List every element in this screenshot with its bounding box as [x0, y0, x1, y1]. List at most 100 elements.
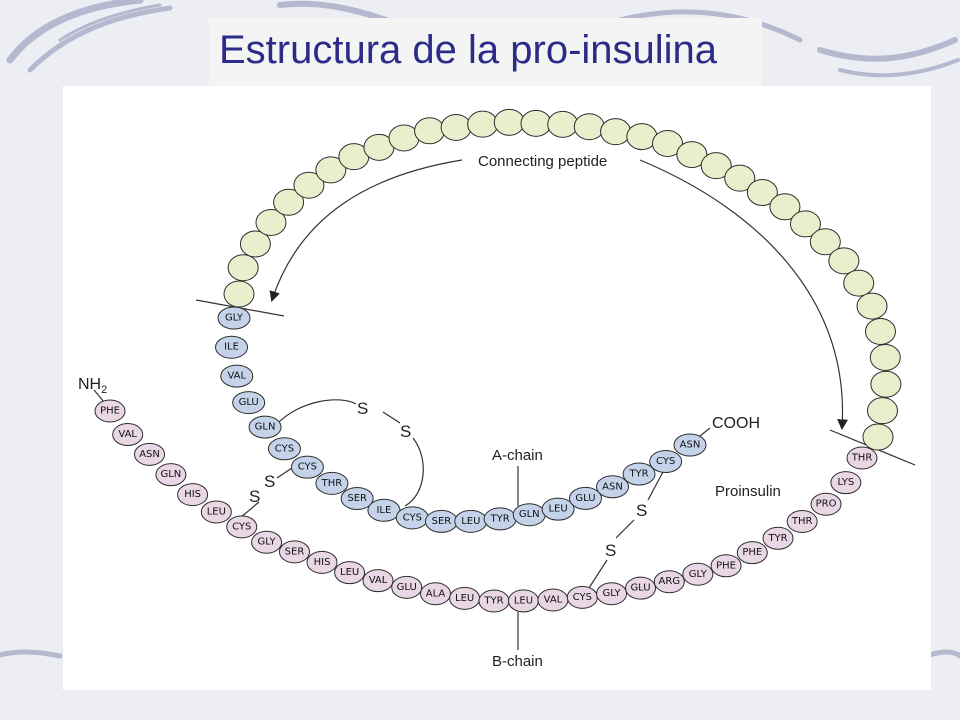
b-chain-residue: [94, 399, 126, 423]
connecting-peptide-residue: [227, 254, 259, 282]
connecting-peptide-residue: [866, 397, 898, 425]
residue-label: GLN: [160, 469, 181, 480]
connecting-peptide-residue: [809, 228, 841, 256]
residue-label: ASN: [602, 481, 623, 492]
b-chain-residue: [334, 561, 366, 585]
sulfur-atom: S: [249, 487, 260, 506]
sulfur-atom: S: [605, 541, 616, 560]
connecting-peptide-label: Connecting peptide: [478, 153, 607, 170]
connecting-peptide-residue: [223, 280, 255, 308]
a-chain-residue: [220, 364, 254, 388]
disulfide-intrachain-c: [404, 437, 424, 507]
residue-label: ARG: [659, 576, 681, 587]
connecting-peptide-residue: [843, 269, 875, 297]
connecting-peptide-residue: [520, 109, 552, 137]
b-chain-residue: [786, 510, 818, 534]
residue-label: GLY: [258, 537, 277, 548]
residue-label: SER: [285, 546, 305, 557]
sulfur-atom: S: [357, 399, 368, 418]
connecting-peptide-residue: [315, 156, 347, 184]
a-chain-residue: [649, 450, 683, 474]
a-chain-residue: [267, 437, 301, 461]
b-chain-residue: [112, 423, 144, 447]
residue-label: HIS: [314, 557, 331, 568]
residue-label: LEU: [548, 504, 567, 515]
a-chain-residue: [596, 475, 630, 499]
nh2-label: NH2: [78, 376, 107, 396]
disulfide-interchain-2a: [647, 469, 665, 501]
connecting-peptide-residue: [255, 208, 287, 236]
a-chain-residue: [622, 462, 656, 486]
a-chain-label: A-chain: [492, 447, 543, 464]
residue-label: THR: [791, 516, 813, 527]
connecting-peptide-residue: [547, 110, 579, 138]
b-chain-residue: [810, 492, 842, 516]
residue-label: PRO: [816, 499, 837, 510]
connecting-peptide-residue: [789, 210, 821, 238]
cooh-pointer: [699, 427, 711, 437]
b-chain-residue: [830, 471, 862, 495]
b-chain-residue: [226, 515, 258, 539]
connecting-peptide-residue: [856, 292, 888, 320]
connecting-peptide-residue: [862, 423, 894, 451]
disulfide-intrachain-a: [276, 399, 357, 425]
connecting-peptide-residue: [746, 178, 778, 206]
b-chain-residue: [762, 526, 794, 550]
a-chain-residue: [340, 486, 374, 510]
connecting-peptide-residue: [440, 113, 472, 141]
b-chain-residue: [155, 463, 187, 487]
connecting-peptide-residue: [769, 193, 801, 221]
a-chain-residue: [315, 471, 349, 495]
disulfide-interchain-1a: [276, 467, 293, 479]
residue-label: GLU: [575, 493, 595, 504]
connecting-peptide-residue: [676, 141, 708, 169]
residue-label: TYR: [767, 533, 787, 544]
connecting-peptide-residue: [724, 164, 756, 192]
residue-label: LEU: [340, 567, 359, 578]
b-chain-residue: [177, 483, 209, 507]
proinsulin-label: Proinsulin: [715, 483, 781, 500]
connecting-peptide-residue: [700, 152, 732, 180]
residue-label: TYR: [483, 596, 503, 607]
residue-label: PHE: [716, 560, 736, 571]
residue-label: CYS: [232, 521, 251, 532]
residue-label: GLY: [603, 588, 622, 599]
residue-label: ASN: [680, 440, 701, 451]
residue-label: THR: [321, 478, 343, 489]
a-chain-residue: [248, 415, 282, 439]
residue-label: LEU: [514, 595, 533, 606]
b-chain-residue: [596, 582, 628, 606]
connecting-peptide-residue: [273, 188, 305, 216]
connecting-arrow-left: [269, 159, 463, 303]
residue-label: VAL: [369, 575, 388, 586]
disulfide-intrachain-b: [382, 411, 401, 424]
connecting-peptide-residue: [828, 247, 860, 275]
sulfur-atom: S: [636, 501, 647, 520]
a-chain-residue: [568, 486, 602, 510]
a-chain-residue: [232, 391, 266, 415]
b-chain-residue: [391, 575, 423, 599]
residue-label: GLU: [397, 582, 417, 593]
residue-label: GLN: [255, 422, 276, 433]
a-chain-residue: [217, 306, 251, 330]
b-chain-residue: [362, 569, 394, 593]
residue-label: SER: [347, 493, 367, 504]
residue-label: ALA: [426, 588, 446, 599]
residue-label: GLY: [689, 569, 708, 580]
residue-label: GLY: [225, 313, 244, 324]
connecting-arrow-right: [639, 159, 848, 431]
residue-label: PHE: [100, 406, 120, 417]
residue-label: GLU: [630, 583, 650, 594]
b-chain-residue: [134, 442, 166, 466]
connecting-peptide-residue: [652, 129, 684, 157]
connecting-peptide-residue: [293, 171, 325, 199]
connecting-peptide-residue: [239, 230, 271, 258]
slide-title: Estructura de la pro-insulina: [209, 18, 762, 86]
residue-label: CYS: [573, 592, 592, 603]
b-chain-residue: [306, 550, 338, 574]
proinsulin-diagram: S S S S S S Connecting peptide A-chain B…: [78, 108, 916, 670]
a-chain-residue: [673, 433, 707, 457]
a-chain-residue: [215, 335, 249, 359]
residue-label: VAL: [118, 429, 137, 440]
residue-label: LEU: [207, 506, 226, 517]
